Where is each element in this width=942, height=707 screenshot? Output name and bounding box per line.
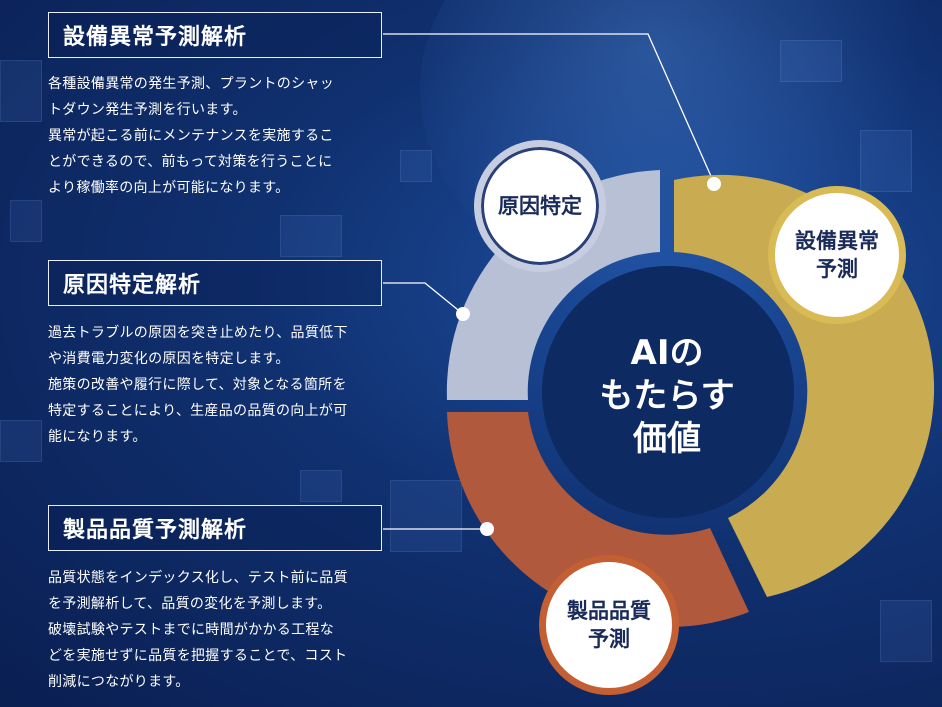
badge-seihin: 製品品質 予測 [539, 555, 679, 695]
center-label: AIの もたらす 価値 [587, 332, 747, 461]
center-line-2: もたらす [599, 376, 735, 416]
center-line-1: AIの [630, 333, 704, 373]
ring-segment-genin [446, 170, 660, 400]
badge-setsubi: 設備異常 予測 [768, 186, 906, 324]
connector-line-setsubi [383, 33, 715, 184]
section-seihin: 製品品質予測解析 品質状態をインデックス化し、テスト前に品質 を予測解析して、品… [48, 505, 388, 695]
connector-line-genin [383, 282, 464, 315]
badge-genin: 原因特定 [474, 140, 606, 272]
section-genin: 原因特定解析 過去トラブルの原因を突き止めたり、品質低下 や消費電力変化の原因を… [48, 260, 388, 450]
section-title-seihin: 製品品質予測解析 [48, 505, 382, 551]
section-setsubi: 設備異常予測解析 各種設備異常の発生予測、プラントのシャッ トダウン発生予測を行… [48, 12, 388, 201]
section-title-genin: 原因特定解析 [48, 260, 382, 306]
connector-dot-setsubi [707, 177, 721, 191]
section-desc-genin: 過去トラブルの原因を突き止めたり、品質低下 や消費電力変化の原因を特定します。 … [48, 325, 348, 445]
section-title-setsubi: 設備異常予測解析 [48, 12, 382, 58]
connector-dot-seihin [480, 522, 494, 536]
section-desc-seihin: 品質状態をインデックス化し、テスト前に品質 を予測解析して、品質の変化を予測しま… [48, 570, 348, 690]
connector-dot-genin [456, 307, 470, 321]
center-disk [542, 266, 794, 518]
ring-segment-seihin [447, 412, 749, 627]
center-line-3: 価値 [633, 419, 701, 459]
section-desc-setsubi: 各種設備異常の発生予測、プラントのシャッ トダウン発生予測を行います。 異常が起… [48, 76, 334, 196]
